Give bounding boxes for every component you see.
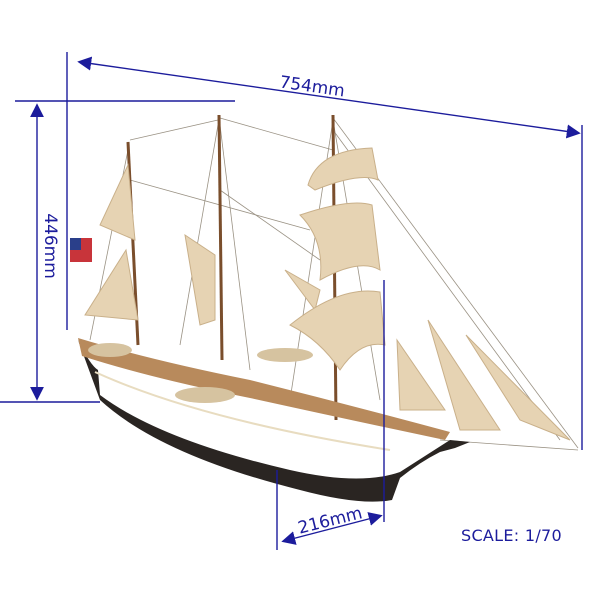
lifeboat xyxy=(175,387,235,403)
scale-label: SCALE: 1/70 xyxy=(461,526,563,545)
sails xyxy=(84,147,571,441)
length-arrow xyxy=(77,56,581,139)
dimension-lines xyxy=(0,52,583,550)
lifeboat xyxy=(257,348,313,362)
flag-canton xyxy=(70,238,81,250)
length-label: 754mm xyxy=(278,73,346,102)
hull xyxy=(78,340,470,502)
beam-label: 216mm xyxy=(296,503,364,538)
beam-arrow xyxy=(281,512,383,545)
lifeboat xyxy=(88,343,132,357)
deck xyxy=(78,338,450,440)
ship-model xyxy=(70,114,579,502)
hull-stripe xyxy=(94,371,391,451)
height-label: 446mm xyxy=(40,213,60,279)
